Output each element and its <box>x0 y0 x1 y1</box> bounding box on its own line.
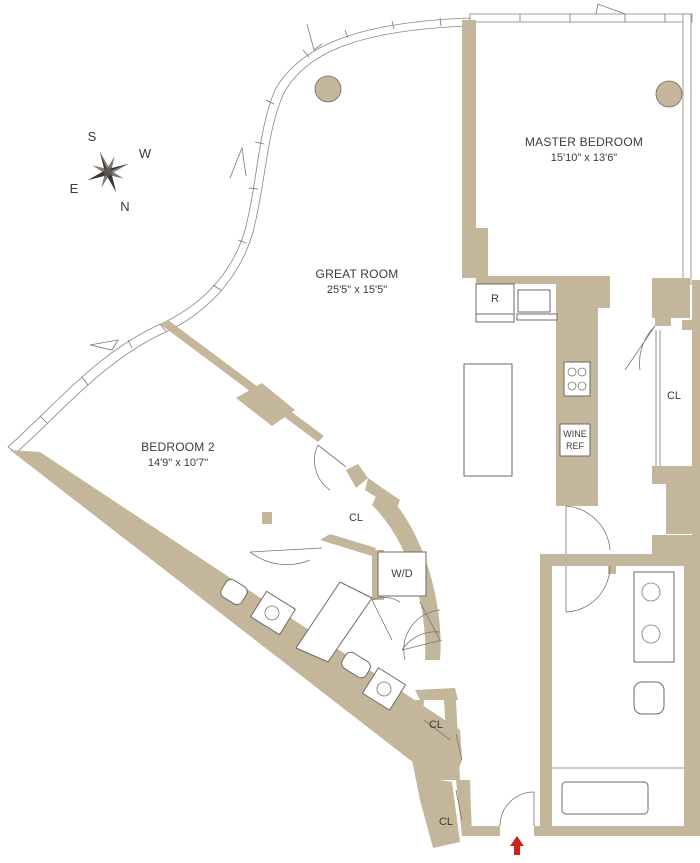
wine-refrigerator <box>559 423 591 457</box>
fixtures <box>220 75 684 815</box>
bathtub-bedroom-2 <box>295 581 373 663</box>
compass-north: N <box>120 199 129 214</box>
walls <box>10 20 700 848</box>
washer-dryer <box>377 551 427 597</box>
master-bedroom-name: MASTER BEDROOM <box>525 135 643 149</box>
great-room-dims: 25'5" x 15'5" <box>327 284 387 296</box>
curved-window-wall <box>7 17 471 454</box>
great-room-name: GREAT ROOM <box>316 267 399 281</box>
compass-east: E <box>70 181 79 196</box>
wine-ref-label-2: REF <box>566 441 585 451</box>
kitchen-island <box>463 363 513 477</box>
room-labels: MASTER BEDROOM 15'10" x 13'6" GREAT ROOM… <box>141 135 681 828</box>
kitchen-sink <box>517 289 551 313</box>
compass-rose-icon: S W E N <box>70 129 152 214</box>
wine-ref-label-1: WINE <box>563 429 587 439</box>
vanity-master-bath <box>633 571 675 663</box>
refrigerator-label: R <box>491 293 499 305</box>
toilet-master-bath <box>633 681 665 715</box>
column-round-great-room <box>314 75 342 103</box>
toilet-hall-bath <box>341 651 371 679</box>
bedroom-2-name: BEDROOM 2 <box>141 440 215 454</box>
master-bedroom-dims: 15'10" x 13'6" <box>551 152 618 164</box>
entry-arrow-icon <box>510 836 524 855</box>
compass-south: S <box>88 129 97 144</box>
closet-label-master: CL <box>667 390 681 402</box>
compass-west: W <box>139 146 152 161</box>
cooktop <box>563 361 591 397</box>
closet-label-hall-2: CL <box>439 816 453 828</box>
sink-bedroom-2 <box>249 590 297 636</box>
toilet-bedroom-2 <box>220 578 248 606</box>
refrigerator <box>475 283 515 315</box>
sink-hall-bath <box>361 667 407 711</box>
washer-dryer-label: W/D <box>391 568 412 580</box>
bathtub-master <box>561 781 649 815</box>
closet-label-hall-1: CL <box>429 719 443 731</box>
doors <box>249 325 661 827</box>
closet-label-bedroom-2: CL <box>349 512 363 524</box>
column-round-master <box>655 80 683 108</box>
bedroom-2-dims: 14'9" x 10'7" <box>148 457 208 469</box>
